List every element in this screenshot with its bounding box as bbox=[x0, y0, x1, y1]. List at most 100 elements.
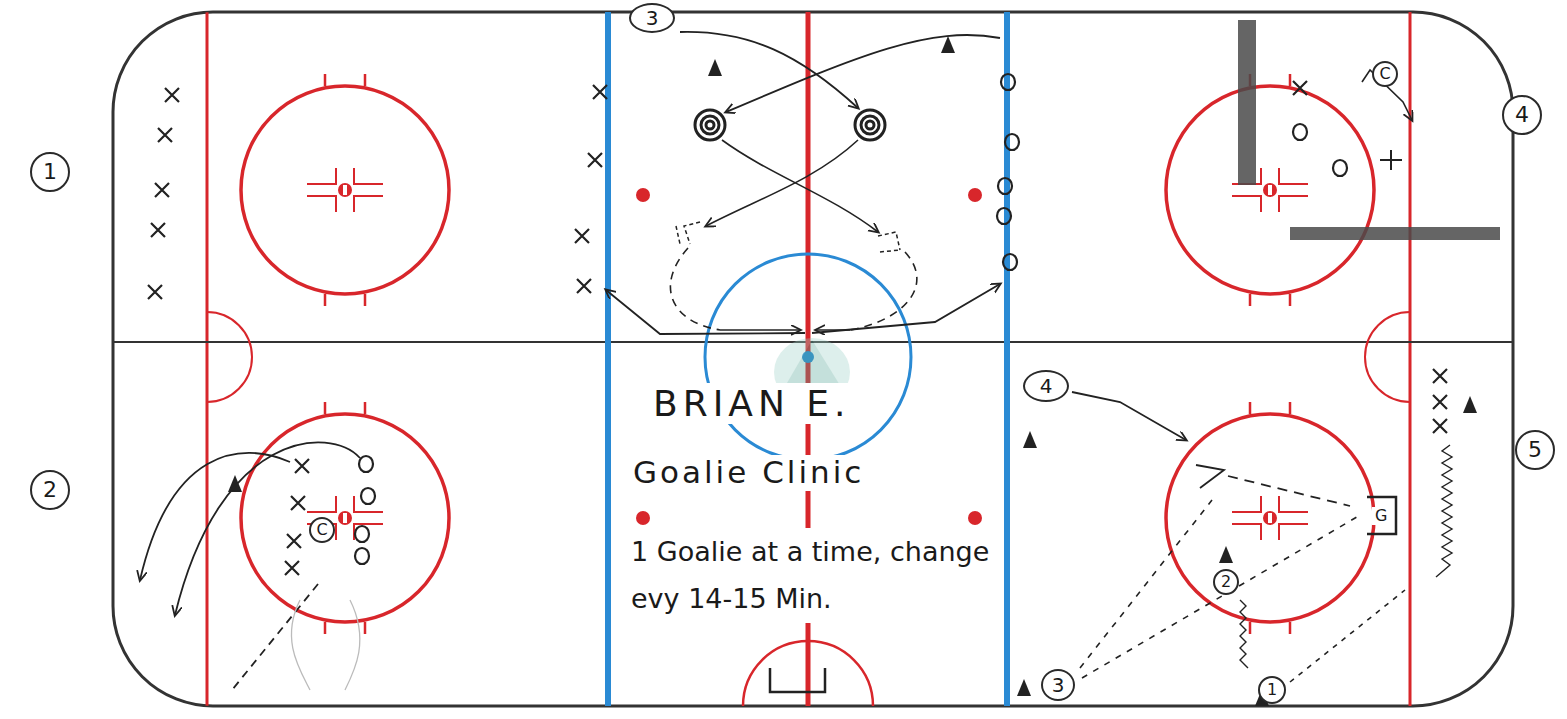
station-one-players bbox=[155, 183, 169, 197]
station-two-drill bbox=[140, 453, 290, 580]
station-four-drill bbox=[1238, 20, 1500, 240]
net-letter: G bbox=[1372, 507, 1390, 525]
station-number: 5 bbox=[1515, 430, 1555, 470]
station-one-players bbox=[151, 223, 165, 237]
rink-markings bbox=[206, 12, 209, 706]
station-three-drill bbox=[695, 110, 885, 140]
station-three-drill bbox=[812, 284, 1000, 333]
rink-markings bbox=[743, 641, 873, 706]
station-five-drill bbox=[1219, 546, 1233, 563]
callout-letter: C bbox=[309, 517, 335, 543]
rink-markings bbox=[241, 74, 449, 306]
station-three-drill bbox=[593, 85, 607, 99]
station-three-drill bbox=[722, 140, 878, 232]
station-three-drill bbox=[575, 32, 1019, 334]
callout-number: 3 bbox=[1041, 669, 1075, 701]
station-four-drill bbox=[1380, 150, 1402, 170]
station-three-drill bbox=[708, 59, 722, 76]
station-three-drill bbox=[861, 116, 879, 134]
station-three-drill bbox=[606, 290, 805, 334]
station-five-drill bbox=[1433, 369, 1447, 383]
station-number: 2 bbox=[30, 470, 70, 510]
rink-markings bbox=[968, 511, 982, 525]
station-five-drill bbox=[1017, 369, 1477, 706]
station-one-players bbox=[148, 285, 162, 299]
rink-markings bbox=[241, 402, 449, 634]
station-four-drill bbox=[1333, 160, 1347, 176]
rink-markings bbox=[1004, 12, 1010, 706]
station-three-drill bbox=[1005, 134, 1019, 150]
station-five-drill bbox=[1433, 419, 1447, 433]
callout-letter: C bbox=[1372, 61, 1398, 87]
station-one-players bbox=[158, 128, 172, 142]
station-four-drill bbox=[1238, 20, 1256, 185]
rink-markings bbox=[1166, 74, 1374, 306]
rink-markings bbox=[705, 254, 911, 460]
rink-markings bbox=[1166, 402, 1374, 634]
station-three-drill bbox=[941, 36, 955, 53]
station-three-drill bbox=[706, 140, 858, 226]
rink-markings bbox=[636, 188, 650, 202]
station-three-drill bbox=[676, 222, 700, 244]
station-five-drill bbox=[1436, 445, 1452, 577]
rink-markings bbox=[113, 12, 1513, 706]
station-number: 4 bbox=[1502, 95, 1542, 135]
station-five-drill bbox=[1080, 500, 1212, 668]
station-five-drill bbox=[1196, 465, 1224, 488]
callout-number: 4 bbox=[1023, 370, 1069, 402]
station-two-drill bbox=[228, 475, 242, 492]
rink-markings bbox=[1365, 312, 1410, 402]
rink-markings bbox=[770, 668, 825, 692]
station-five-drill bbox=[1228, 476, 1350, 506]
station-three-drill bbox=[680, 32, 858, 108]
rink-markings bbox=[113, 10, 1513, 710]
station-three-drill bbox=[726, 35, 1000, 112]
station-three-drill bbox=[878, 232, 900, 252]
station-five-drill bbox=[1023, 431, 1037, 448]
station-four-drill bbox=[1293, 124, 1307, 140]
station-three-drill bbox=[577, 279, 591, 293]
station-three-drill bbox=[720, 329, 800, 331]
station-two-drill bbox=[291, 600, 359, 690]
station-five-drill bbox=[1082, 514, 1362, 678]
station-one-players bbox=[165, 88, 179, 102]
note-text: 1 Goalie at a time, change evy 14-15 Min… bbox=[628, 528, 994, 623]
station-three-drill bbox=[706, 121, 714, 129]
station-two-drill bbox=[287, 534, 301, 548]
station-three-drill bbox=[855, 110, 885, 140]
station-two-drill bbox=[285, 561, 299, 575]
station-five-drill bbox=[1290, 590, 1405, 682]
station-two-drill bbox=[295, 459, 309, 473]
station-two-drill bbox=[175, 442, 360, 615]
station-three-drill bbox=[695, 110, 725, 140]
station-four-drill bbox=[1290, 227, 1500, 240]
diagram-title: Goalie Clinic bbox=[630, 455, 867, 491]
station-two-drill bbox=[361, 488, 375, 504]
station-two-drill bbox=[140, 442, 375, 690]
station-three-drill bbox=[670, 248, 720, 330]
coach-name: BRIAN E. bbox=[650, 383, 854, 424]
station-number: 1 bbox=[30, 152, 70, 192]
station-three-drill bbox=[997, 208, 1011, 224]
station-five-drill bbox=[1463, 396, 1477, 413]
station-two-drill bbox=[359, 456, 373, 472]
station-five-drill bbox=[1072, 392, 1186, 440]
station-five-drill bbox=[1367, 497, 1396, 534]
station-five-drill bbox=[1017, 679, 1031, 696]
callout-number: 2 bbox=[1213, 569, 1239, 595]
station-three-drill bbox=[701, 116, 719, 134]
station-two-drill bbox=[232, 584, 318, 690]
station-two-drill bbox=[355, 526, 369, 542]
rink-markings bbox=[968, 188, 982, 202]
rink-markings bbox=[113, 12, 1513, 706]
callout-number: 3 bbox=[629, 3, 675, 33]
station-four-drill bbox=[1293, 81, 1307, 95]
station-three-drill bbox=[588, 153, 602, 167]
station-three-drill bbox=[1001, 74, 1015, 90]
station-three-drill bbox=[850, 252, 917, 330]
callout-number: 1 bbox=[1258, 676, 1286, 704]
station-two-drill bbox=[291, 496, 305, 510]
station-three-drill bbox=[575, 229, 589, 243]
